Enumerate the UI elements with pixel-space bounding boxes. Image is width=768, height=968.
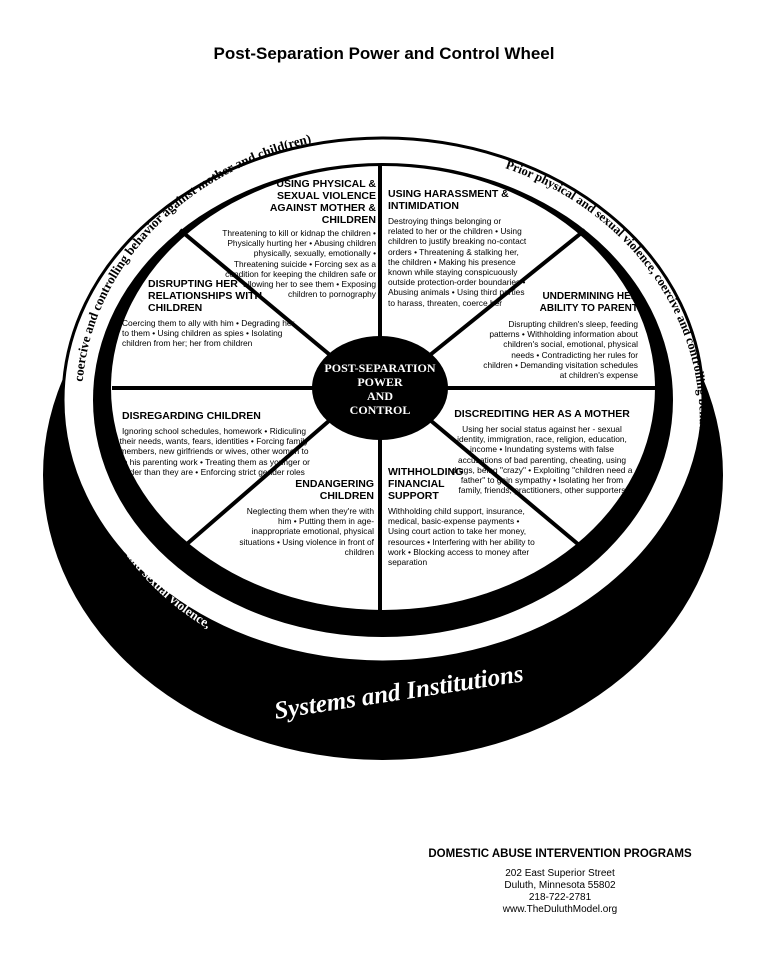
segment-discrediting-text: Using her social status against her - se… — [451, 424, 633, 496]
segment-undermining-title: UNDERMINING HER ABILITY TO PARENT — [539, 291, 638, 314]
spoke-lower-right — [428, 418, 587, 552]
hub — [312, 336, 448, 440]
org-address-2: Duluth, Minnesota 55802 — [504, 880, 616, 891]
segment-disrupting-title: DISRUPTING HER RELATIONSHIPS WITH CHILDR… — [148, 278, 263, 314]
hub-line-4: CONTROL — [350, 403, 411, 417]
segment-undermining-text: Disrupting children's sleep, feeding pat… — [483, 319, 638, 381]
segment-discrediting: DISCREDITING HER AS A MOTHER Using her s… — [448, 408, 636, 495]
segment-endangering: ENDANGERING CHILDREN Neglecting them whe… — [232, 478, 374, 557]
segment-disregarding-text: Ignoring school schedules, homework • Ri… — [118, 426, 310, 477]
page-title: Post-Separation Power and Control Wheel — [213, 44, 555, 63]
segment-undermining: UNDERMINING HER ABILITY TO PARENT Disrup… — [480, 291, 638, 380]
segment-harassment-title: USING HARASSMENT & INTIMIDATION — [388, 188, 509, 212]
org-name: DOMESTIC ABUSE INTERVENTION PROGRAMS — [428, 848, 692, 860]
segment-disregarding: DISREGARDING CHILDREN Ignoring school sc… — [116, 410, 312, 477]
spoke-upper-right — [428, 228, 587, 357]
hub-line-3: AND — [367, 389, 393, 403]
segment-endangering-text: Neglecting them when they're with him • … — [239, 506, 374, 557]
segment-harassment-text: Destroying things belonging or related t… — [388, 216, 527, 308]
segment-financial: WITHHOLDING FINANCIAL SUPPORT Withholdin… — [388, 466, 538, 567]
segment-violence-text: Threatening to kill or kidnap the childr… — [222, 228, 376, 300]
org-phone: 218-722-2781 — [528, 892, 592, 903]
hub-line-2: POWER — [357, 375, 403, 389]
segment-endangering-title: ENDANGERING CHILDREN — [295, 478, 374, 502]
segment-harassment: USING HARASSMENT & INTIMIDATION Destroyi… — [388, 188, 546, 308]
segment-disrupting: DISRUPTING HER RELATIONSHIPS WITH CHILDR… — [122, 278, 302, 349]
organization-footer: DOMESTIC ABUSE INTERVENTION PROGRAMS 202… — [420, 848, 700, 916]
spoke-lower-left — [178, 418, 332, 552]
spoke-upper-left — [178, 228, 332, 357]
segment-violence-title: USING PHYSICAL & SEXUAL VIOLENCE AGAINST… — [269, 178, 376, 226]
org-address-1: 202 East Superior Street — [505, 868, 615, 879]
segment-financial-text: Withholding child support, insurance, me… — [388, 506, 535, 568]
hub-line-1: POST-SEPARATION — [324, 361, 435, 375]
wheel-spokes — [112, 166, 655, 610]
segment-disregarding-title: DISREGARDING CHILDREN — [122, 410, 261, 422]
segment-disrupting-text: Coercing them to ally with him • Degradi… — [122, 318, 295, 349]
segment-violence: USING PHYSICAL & SEXUAL VIOLENCE AGAINST… — [212, 178, 376, 299]
segment-financial-title: WITHHOLDING FINANCIAL SUPPORT — [388, 466, 464, 502]
segment-discrediting-title: DISCREDITING HER AS A MOTHER — [454, 408, 630, 420]
org-website: www.TheDuluthModel.org — [502, 904, 618, 915]
